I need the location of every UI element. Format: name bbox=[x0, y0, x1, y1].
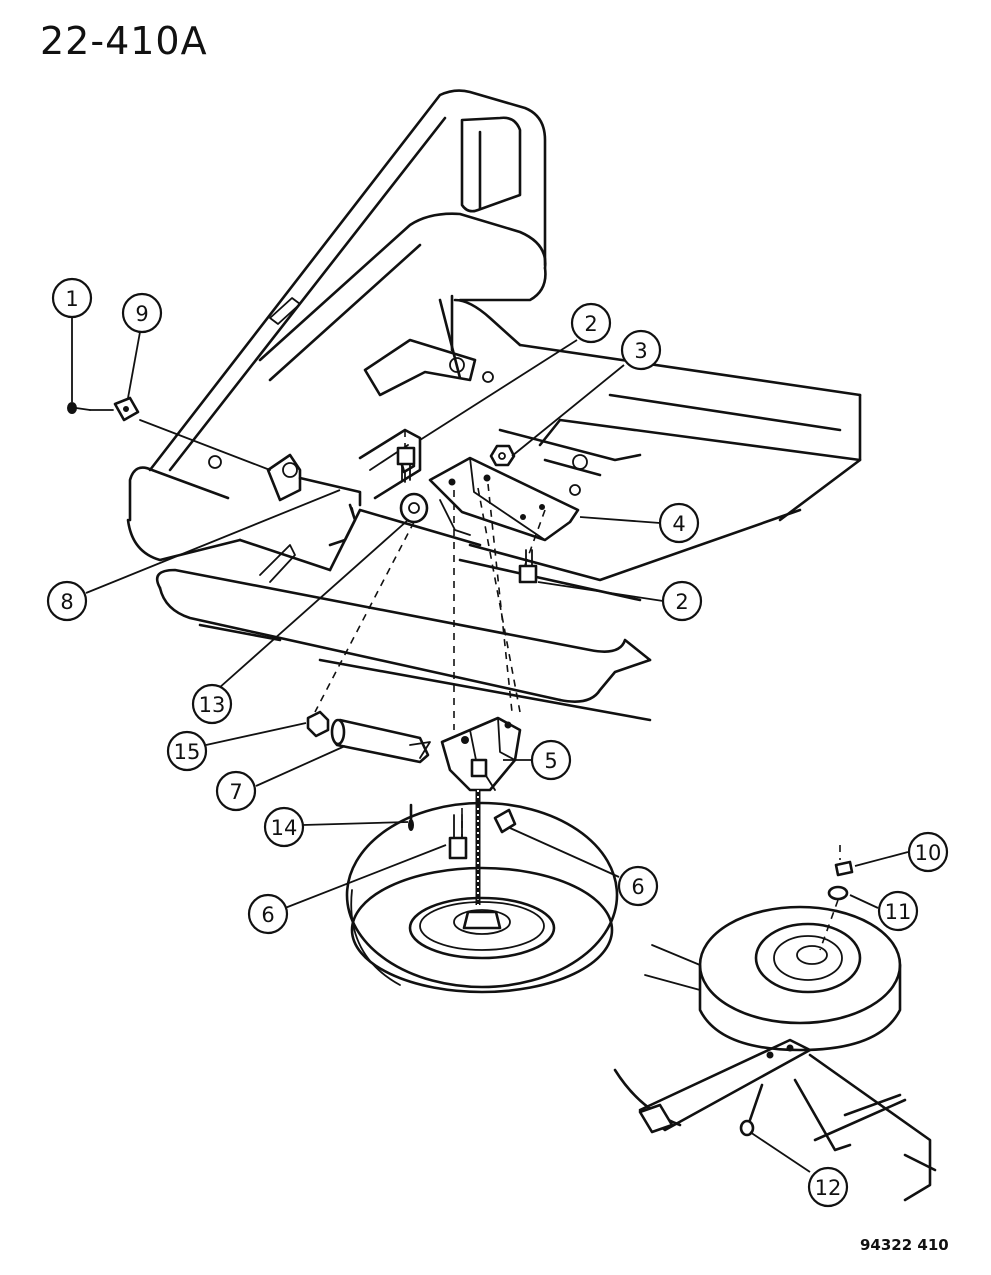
callout-11-label: 11 bbox=[885, 900, 912, 924]
item-2-bolt-lower bbox=[518, 549, 538, 584]
callout-8-label: 8 bbox=[60, 590, 73, 614]
item-7-pin bbox=[330, 718, 431, 764]
callout-1-label: 1 bbox=[65, 287, 78, 311]
item-1-screw bbox=[67, 402, 91, 414]
callout-9: 9 bbox=[121, 292, 163, 334]
item-12-bolt bbox=[739, 1083, 764, 1137]
callout-14-label: 14 bbox=[271, 816, 298, 840]
callout-12-label: 12 bbox=[815, 1176, 842, 1200]
callout-13: 13 bbox=[191, 683, 233, 725]
item-6-bolt-right bbox=[493, 808, 517, 834]
callout-2-upper-label: 2 bbox=[584, 312, 597, 336]
assembly-lines bbox=[314, 430, 546, 838]
callout-4-label: 4 bbox=[672, 512, 685, 536]
callout-5: 5 bbox=[530, 739, 572, 781]
item-2-bolt-upper bbox=[396, 446, 416, 481]
item-11-washer bbox=[827, 885, 849, 901]
callout-3: 3 bbox=[620, 329, 662, 371]
callout-12: 12 bbox=[807, 1166, 849, 1208]
callout-13-label: 13 bbox=[199, 693, 226, 717]
callout-1: 1 bbox=[51, 277, 93, 319]
callout-4: 4 bbox=[658, 502, 700, 544]
callout-2-lower-label: 2 bbox=[675, 590, 688, 614]
item-3-nut bbox=[489, 444, 516, 467]
detail-view bbox=[613, 845, 937, 1202]
hinge-assembly bbox=[67, 396, 422, 547]
callout-10: 10 bbox=[907, 831, 949, 873]
figure-id: 22-410A bbox=[40, 19, 208, 63]
callout-14: 14 bbox=[263, 806, 305, 848]
item-10-nut bbox=[834, 860, 854, 877]
callout-15-label: 15 bbox=[174, 740, 201, 764]
callout-9-label: 9 bbox=[135, 302, 148, 326]
vehicle-body bbox=[126, 89, 862, 722]
callout-7-label: 7 bbox=[229, 780, 242, 804]
callout-6-right: 6 bbox=[617, 865, 659, 907]
callout-8: 8 bbox=[46, 580, 88, 622]
callout-11: 11 bbox=[877, 890, 919, 932]
spare-tire-main bbox=[345, 801, 619, 994]
callout-3-label: 3 bbox=[634, 339, 647, 363]
item-6-bolt-left bbox=[448, 814, 468, 860]
callout-6-right-label: 6 bbox=[631, 875, 644, 899]
callout-2-lower: 2 bbox=[661, 580, 703, 622]
callout-15: 15 bbox=[166, 730, 208, 772]
drawing-number: 94322 410 bbox=[860, 1236, 949, 1254]
item-15-nut bbox=[306, 710, 330, 738]
callout-6-left-label: 6 bbox=[261, 903, 274, 927]
callout-10-label: 10 bbox=[915, 841, 942, 865]
leader-lines bbox=[71, 318, 909, 1173]
callout-7: 7 bbox=[215, 770, 257, 812]
callout-5-label: 5 bbox=[544, 749, 557, 773]
callout-6-left: 6 bbox=[247, 893, 289, 935]
callout-2-upper: 2 bbox=[570, 302, 612, 344]
item-9-clip bbox=[113, 396, 140, 422]
item-4-bracket bbox=[396, 444, 580, 584]
item-13-nut bbox=[399, 492, 429, 524]
